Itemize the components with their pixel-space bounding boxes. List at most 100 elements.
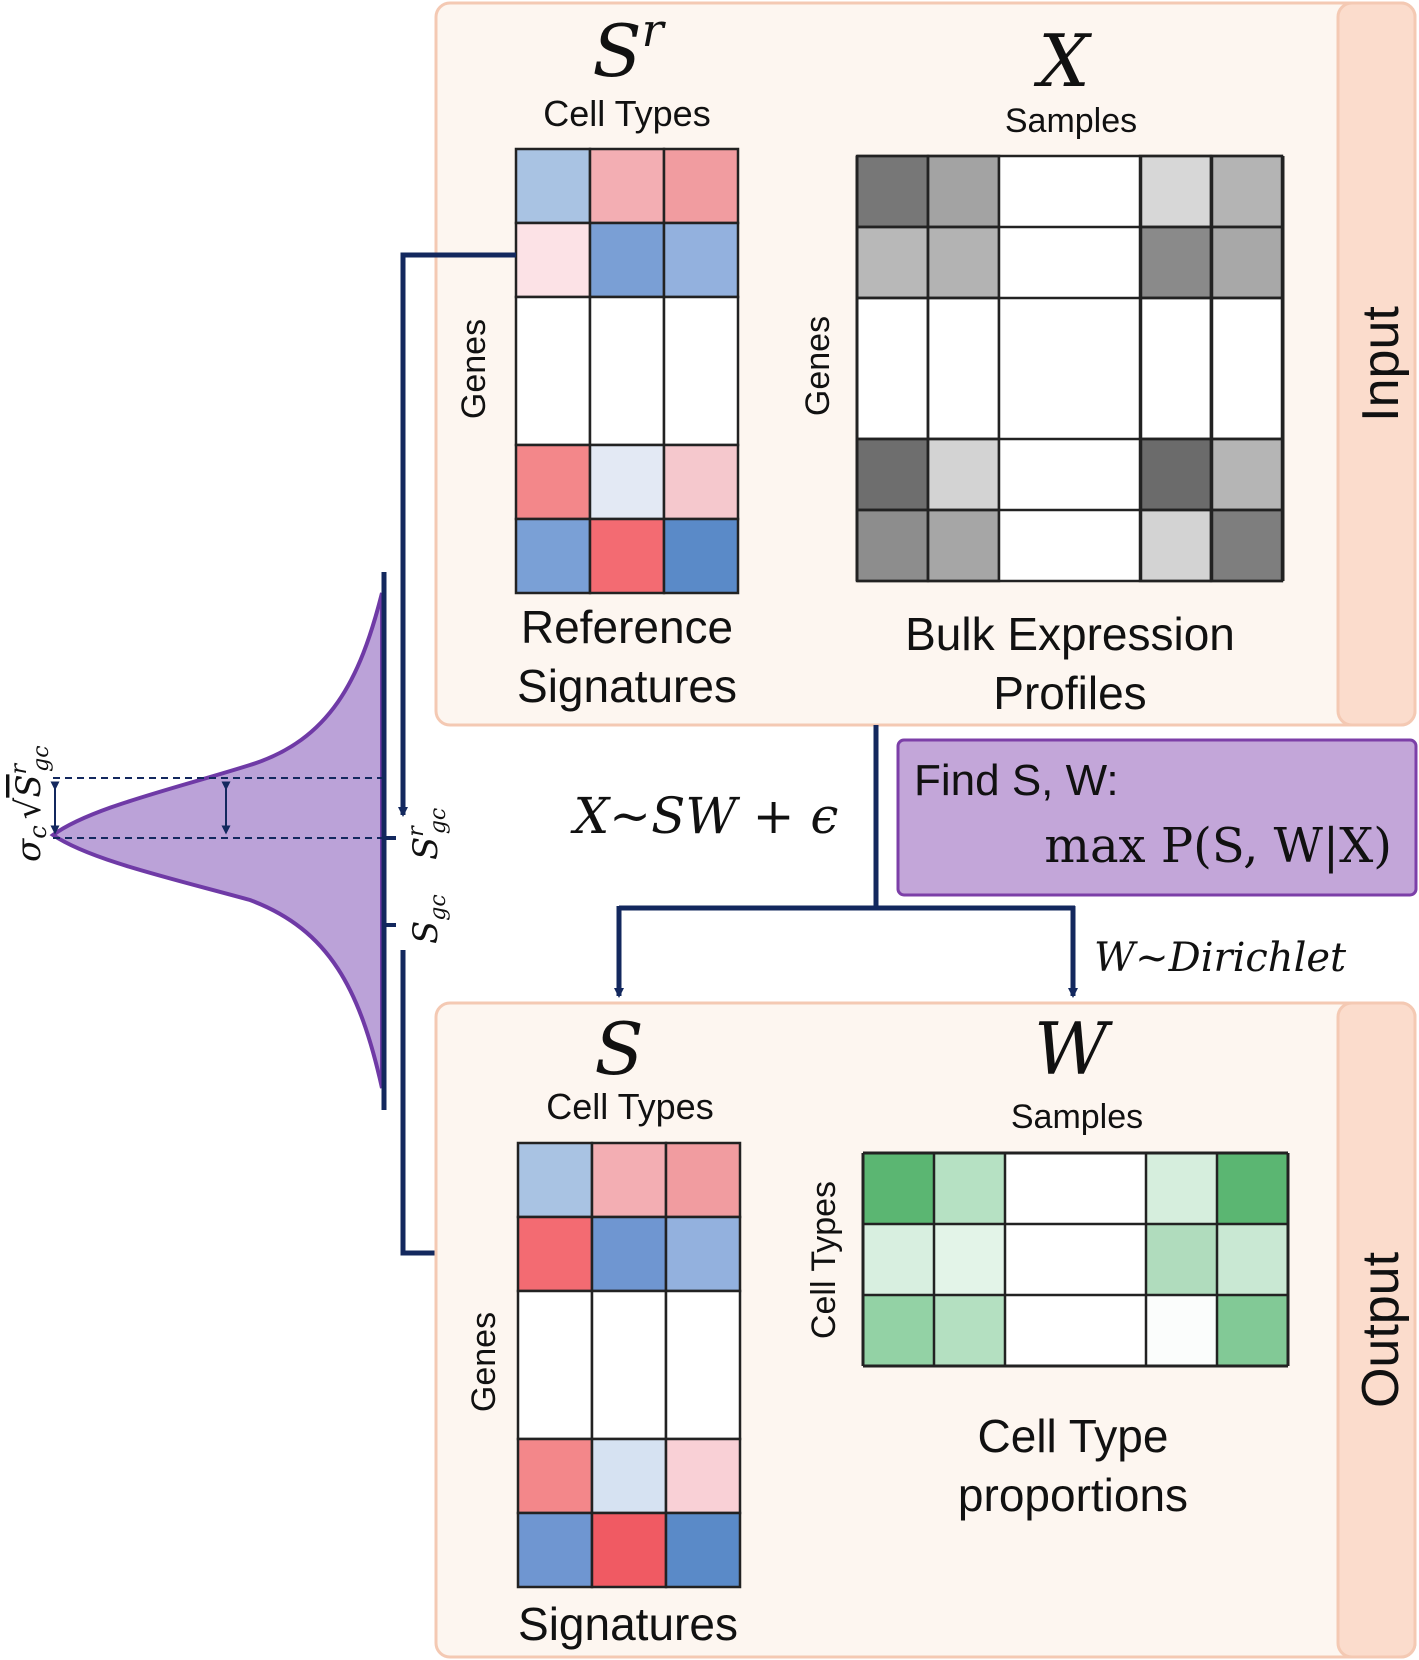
bulk-cell-r0-c2 <box>999 156 1070 227</box>
reference-heatmap <box>514 147 740 595</box>
signatures-cell-r2-c1 <box>590 1289 668 1441</box>
proportions-caption-line1: Cell Type <box>978 1410 1169 1462</box>
est-value-sub: gc <box>426 894 451 920</box>
proportions-col-label: Samples <box>1011 1098 1143 1136</box>
bulk-cell-r2-c5 <box>1209 296 1284 441</box>
input-side-label: Input <box>1352 306 1410 422</box>
proportions-heatmap <box>861 1151 1290 1368</box>
signatures-cell-r0-c2 <box>664 1141 742 1219</box>
bulk-symbol: X <box>1033 19 1092 103</box>
reference-caption-line1: Reference <box>521 601 733 653</box>
sigma-base: σ <box>9 838 49 862</box>
bulk-cell-r1-c5 <box>1209 225 1284 300</box>
find-box <box>896 738 1418 897</box>
bulk-row-label: Genes <box>799 316 837 416</box>
bulk-cell-r3-c0 <box>855 437 930 512</box>
find-objective: max P(S, W|X) <box>1044 818 1392 874</box>
proportions-caption-line2: proportions <box>958 1469 1188 1521</box>
reference-symbol-base: S <box>592 9 641 93</box>
reference-symbol-sup: r <box>642 3 667 57</box>
bulk-caption-line2: Profiles <box>993 667 1146 719</box>
bulk-cell-r4-c5 <box>1209 508 1284 583</box>
reference-cell-r2-c2 <box>662 295 740 447</box>
est-value-base: S <box>406 921 446 944</box>
ref-value-base: S <box>406 837 446 860</box>
proportions-cell-r0-c2 <box>1005 1153 1076 1224</box>
bulk-cell-r2-c1 <box>926 296 1001 441</box>
reference-cell-r3-c1 <box>588 443 666 521</box>
bulk-cell-r4-c3 <box>1070 510 1140 581</box>
bulk-col-label: Samples <box>1005 102 1137 140</box>
signatures-cell-r3-c0 <box>516 1437 594 1515</box>
bulk-cell-r4-c2 <box>999 510 1070 581</box>
output-side-label: Output <box>1352 1251 1410 1408</box>
sigma-sub: c <box>24 825 52 838</box>
proportions-symbol: W <box>1034 1007 1113 1091</box>
bulk-cell-r4-c0 <box>855 508 930 583</box>
sqrt-radical: √ <box>9 797 49 819</box>
signatures-cell-r2-c2 <box>664 1289 742 1441</box>
proportions-cell-r2-c5 <box>1217 1295 1288 1366</box>
bulk-cell-r2-c3 <box>1070 298 1140 439</box>
bulk-cell-r3-c2 <box>999 439 1070 510</box>
bulk-cell-r0-c5 <box>1209 154 1284 229</box>
bulk-cell-r3-c5 <box>1209 437 1284 512</box>
input-panel: Input Sr Cell Types Genes Reference Sign… <box>434 1 1417 727</box>
signatures-cell-r1-c1 <box>590 1215 668 1293</box>
proportions-cell-r2-c3 <box>1076 1295 1146 1366</box>
proportions-cell-r1-c3 <box>1076 1224 1146 1295</box>
bulk-cell-r3-c3 <box>1070 439 1140 510</box>
reference-cell-r3-c0 <box>514 443 592 521</box>
signatures-cell-r4-c2 <box>664 1511 742 1589</box>
sqrt-sup: r <box>7 762 32 774</box>
proportions-cell-r1-c0 <box>863 1224 934 1295</box>
bulk-cell-r1-c1 <box>926 225 1001 300</box>
bulk-cell-r0-c0 <box>855 154 930 229</box>
sqrt-base: S <box>9 774 49 797</box>
bulk-cell-r3-c1 <box>926 437 1001 512</box>
signatures-symbol: S <box>594 1007 643 1091</box>
bulk-cell-r0-c4 <box>1138 154 1213 229</box>
reference-cell-r2-c0 <box>514 295 592 447</box>
bulk-cell-r1-c0 <box>855 225 930 300</box>
reference-cell-r4-c1 <box>588 517 666 595</box>
reference-cell-r0-c0 <box>514 147 592 225</box>
bulk-cell-r2-c2 <box>999 298 1070 439</box>
proportions-cell-r0-c4 <box>1146 1153 1217 1224</box>
find-title: Find S, W: <box>914 756 1119 805</box>
reference-cell-r1-c0 <box>514 221 592 299</box>
input-side-tab <box>1336 1 1417 727</box>
signatures-cell-r4-c0 <box>516 1511 594 1589</box>
bulk-cell-r0-c3 <box>1070 156 1140 227</box>
signatures-caption: Signatures <box>518 1598 738 1650</box>
bulk-cell-r0-c1 <box>926 154 1001 229</box>
output-side-tab <box>1336 1001 1417 1659</box>
signatures-cell-r4-c1 <box>590 1511 668 1589</box>
bulk-cell-r4-c1 <box>926 508 1001 583</box>
proportions-cell-r2-c0 <box>863 1295 934 1366</box>
reference-cell-r1-c2 <box>662 221 740 299</box>
signatures-row-label: Genes <box>465 1312 503 1412</box>
signatures-cell-r2-c0 <box>516 1289 594 1441</box>
signatures-cell-r0-c0 <box>516 1141 594 1219</box>
bulk-cell-r2-c4 <box>1138 296 1213 441</box>
proportions-row-label: Cell Types <box>805 1181 843 1339</box>
proportions-cell-r2-c4 <box>1146 1295 1217 1366</box>
bulk-cell-r3-c4 <box>1138 437 1213 512</box>
proportions-cell-r2-c2 <box>1005 1295 1076 1366</box>
reference-caption-line2: Signatures <box>517 660 737 712</box>
proportions-cell-r1-c4 <box>1146 1224 1217 1295</box>
signatures-cell-r3-c1 <box>590 1437 668 1515</box>
bulk-cell-r1-c3 <box>1070 227 1140 298</box>
reference-cell-r1-c1 <box>588 221 666 299</box>
reference-row-label: Genes <box>455 319 493 419</box>
proportions-cell-r1-c1 <box>934 1224 1005 1295</box>
signatures-col-label: Cell Types <box>546 1086 713 1127</box>
proportions-cell-r0-c1 <box>934 1153 1005 1224</box>
reference-cell-r3-c2 <box>662 443 740 521</box>
sigma-label: σc√Srgc <box>7 745 54 862</box>
signatures-cell-r1-c0 <box>516 1215 594 1293</box>
bulk-heatmap <box>855 154 1285 583</box>
reference-cell-r0-c1 <box>588 147 666 225</box>
model-flow: X~SW + ϵ Find S, W: max P(S, W|X) W~Diri… <box>398 252 1418 1258</box>
